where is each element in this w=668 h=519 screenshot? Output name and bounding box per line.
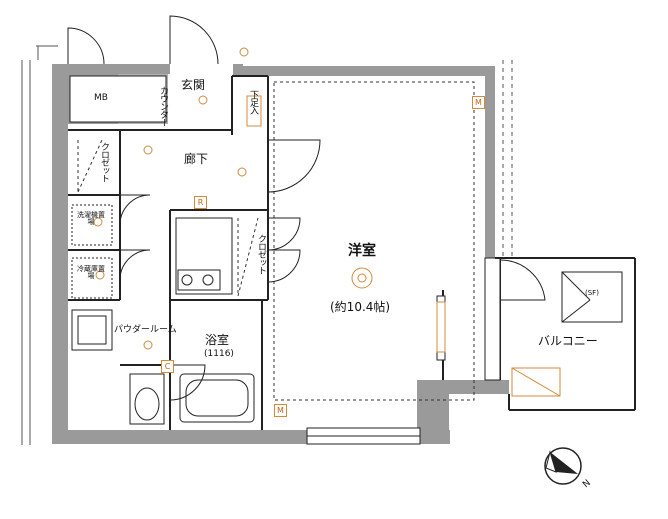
electrical-symbols <box>93 47 446 353</box>
right-exterior <box>502 60 513 258</box>
bath-size: (1116) <box>204 349 234 359</box>
mb-label: MB <box>94 93 108 103</box>
partitions <box>68 75 501 430</box>
closet-mid-label: クロゼット <box>256 234 266 274</box>
bath-label: 浴室 <box>205 333 230 347</box>
closet-dashes <box>77 139 259 297</box>
balcony <box>495 257 636 411</box>
balcony-unit <box>561 271 623 323</box>
counter-label: カウンター <box>158 86 168 126</box>
fridge-label: 冷蔵庫置場 <box>77 265 105 280</box>
marker-c: C <box>161 360 174 373</box>
powder-room-label: パウダールーム <box>114 325 177 335</box>
mb-box <box>69 75 167 123</box>
western-room-label: 洋室 <box>348 243 376 259</box>
marker-m-bottom: M <box>274 404 287 417</box>
windows <box>306 257 501 445</box>
compass-icon <box>544 447 582 485</box>
washer-label: 洗濯機置場 <box>77 211 105 226</box>
hallway-label: 廊下 <box>184 152 209 166</box>
western-dashed <box>273 81 475 401</box>
doors <box>67 15 546 401</box>
balcony-unit-label: (SF) <box>585 289 599 297</box>
balcony-label: バルコニー <box>538 334 598 348</box>
shoe-box-label: 下足入 <box>248 90 258 114</box>
marker-r: R <box>194 196 207 209</box>
fixtures <box>71 204 255 425</box>
ac-outdoor <box>511 367 561 397</box>
closet-left-label: クロゼット <box>99 142 109 182</box>
marker-m-top: M <box>472 96 485 109</box>
western-room-size: (約10.4帖) <box>330 300 391 314</box>
exterior-lines <box>21 45 58 445</box>
entrance-label: 玄関 <box>181 78 206 92</box>
